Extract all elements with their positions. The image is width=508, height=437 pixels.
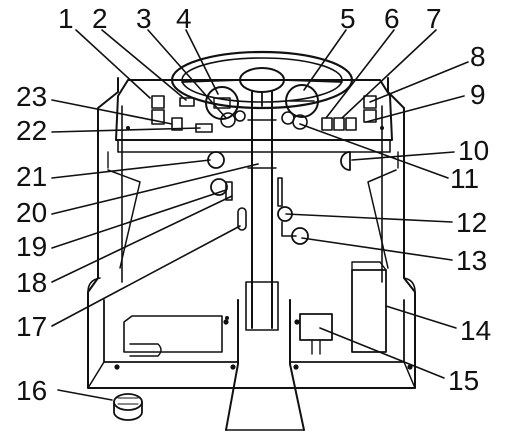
steering-column [245,91,279,331]
callout-23: 23 [16,81,47,112]
machine-body [87,77,416,431]
leader-19 [51,189,227,249]
callout-21: 21 [16,161,47,192]
dash-instruments [113,84,387,421]
callout-3: 3 [136,3,152,34]
leader-3 [147,29,227,119]
leader-4 [185,29,219,95]
callout-10: 10 [458,135,489,166]
leader-21 [51,159,211,179]
callout-11: 11 [450,163,479,194]
callout-22: 22 [16,115,47,146]
callout-18: 18 [16,267,47,298]
leader-8 [369,61,469,103]
leader-1 [75,29,151,99]
callout-2: 2 [92,3,108,34]
leader-11 [299,123,449,179]
leader-20 [51,163,259,215]
rivet-dots [114,126,413,370]
leader-13 [301,237,453,261]
leader-16 [57,389,113,401]
leader-14 [385,305,457,329]
leader-10 [351,151,455,161]
callout-1: 1 [58,3,74,34]
leader-6 [325,29,395,119]
leader-2 [101,29,187,101]
leader-5 [303,29,347,91]
callout-5: 5 [340,3,356,34]
callout-9: 9 [470,79,486,110]
callout-15: 15 [448,365,479,396]
steering-wheel [170,50,354,110]
callout-labels: 1 2 3 4 5 6 7 8 9 10 11 12 13 14 15 16 1… [16,3,491,406]
callout-19: 19 [16,231,47,262]
callout-14: 14 [460,315,491,346]
callout-8: 8 [470,41,486,72]
leader-12 [285,213,453,223]
callout-6: 6 [384,3,400,34]
leader-18 [51,195,233,283]
leader-7 [341,29,437,119]
leader-lines [51,29,469,401]
callout-17: 17 [16,311,47,342]
leader-9 [365,95,465,123]
leader-22 [51,127,201,133]
leader-17 [51,225,241,327]
callout-13: 13 [456,245,487,276]
callout-7: 7 [426,3,442,34]
callout-12: 12 [456,207,487,238]
leader-15 [319,327,445,379]
leader-23 [51,99,173,125]
callout-20: 20 [16,197,47,228]
callout-4: 4 [176,3,192,34]
callout-16: 16 [16,375,47,406]
